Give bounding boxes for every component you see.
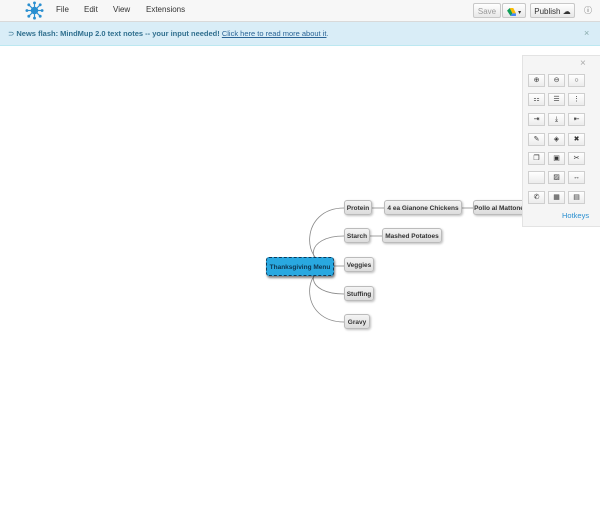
news-text: News flash: MindMup 2.0 text notes -- yo… <box>16 29 220 38</box>
cut-icon[interactable]: ✂ <box>568 152 585 165</box>
edit-icon[interactable]: ✎ <box>528 133 545 146</box>
menu-view[interactable]: View <box>113 5 131 14</box>
list-icon[interactable]: ☰ <box>548 93 565 106</box>
blank-icon[interactable] <box>528 171 545 184</box>
rss-icon: ⊃ <box>8 29 15 38</box>
video-icon[interactable]: ▤ <box>568 191 585 204</box>
node-stuffing[interactable]: Stuffing <box>344 286 374 301</box>
insert-left-icon[interactable]: ⇥ <box>528 113 545 126</box>
top-toolbar: File Edit View Extensions Save ▾ Publish… <box>0 0 600 22</box>
color-icon[interactable]: ◈ <box>548 133 565 146</box>
news-link[interactable]: Click here to read more about it <box>221 29 327 38</box>
menu-file[interactable]: File <box>56 5 69 14</box>
insert-right-icon[interactable]: ⇤ <box>568 113 585 126</box>
reset-view-icon[interactable]: ○ <box>568 74 585 87</box>
news-banner: ⊃ News flash: MindMup 2.0 text notes -- … <box>0 22 600 46</box>
hotkeys-link[interactable]: Hotkeys <box>562 211 590 220</box>
node-veggies[interactable]: Veggies <box>344 257 374 272</box>
google-drive-icon <box>506 7 516 16</box>
menu-edit[interactable]: Edit <box>84 5 98 14</box>
mindmup-logo-icon[interactable] <box>25 1 44 20</box>
node-protein[interactable]: Protein <box>344 200 372 215</box>
zoom-out-icon[interactable]: ⊖ <box>548 74 565 87</box>
insert-child-icon[interactable]: ⤓ <box>548 113 565 126</box>
copy-icon[interactable]: ❐ <box>528 152 545 165</box>
paste-icon[interactable]: ▣ <box>548 152 565 165</box>
more-options-icon[interactable]: ⋮ <box>568 93 585 106</box>
node-mashed-potatoes[interactable]: Mashed Potatoes <box>382 228 442 243</box>
storage-dropdown-button[interactable]: ▾ <box>502 3 526 18</box>
chevron-down-icon: ▾ <box>518 10 522 16</box>
hierarchy-icon[interactable]: ⚏ <box>528 93 545 106</box>
info-icon[interactable]: ⓘ <box>584 6 592 15</box>
root-node[interactable]: Thanksgiving Menu <box>266 257 334 276</box>
menu-extensions[interactable]: Extensions <box>146 5 186 14</box>
floating-toolbox: × ⊕ ⊖ ○ ⚏ ☰ ⋮ ⇥ ⤓ ⇤ ✎ ◈ ✖ ❐ ▣ ✂ ▨ ↔ ✆ ▦ … <box>522 55 600 227</box>
publish-label: Publish <box>534 7 561 16</box>
table-icon[interactable]: ▦ <box>548 191 565 204</box>
zoom-in-icon[interactable]: ⊕ <box>528 74 545 87</box>
save-button[interactable]: Save <box>473 3 501 18</box>
node-chickens[interactable]: 4 ea Gianone Chickens <box>384 200 462 215</box>
image-icon[interactable]: ▨ <box>548 171 565 184</box>
attachment-icon[interactable]: ✆ <box>528 191 545 204</box>
node-pollo[interactable]: Pollo al Mattone <box>473 200 525 215</box>
news-suffix: . <box>326 29 329 38</box>
publish-button[interactable]: Publish ☁ <box>530 3 575 18</box>
close-toolbox-icon[interactable]: × <box>580 58 586 69</box>
cloud-upload-icon: ☁ <box>562 7 571 16</box>
close-news-icon[interactable]: × <box>584 28 590 38</box>
node-starch[interactable]: Starch <box>344 228 370 243</box>
connect-icon[interactable]: ↔ <box>568 171 585 184</box>
delete-icon[interactable]: ✖ <box>568 133 585 146</box>
node-gravy[interactable]: Gravy <box>344 314 370 329</box>
